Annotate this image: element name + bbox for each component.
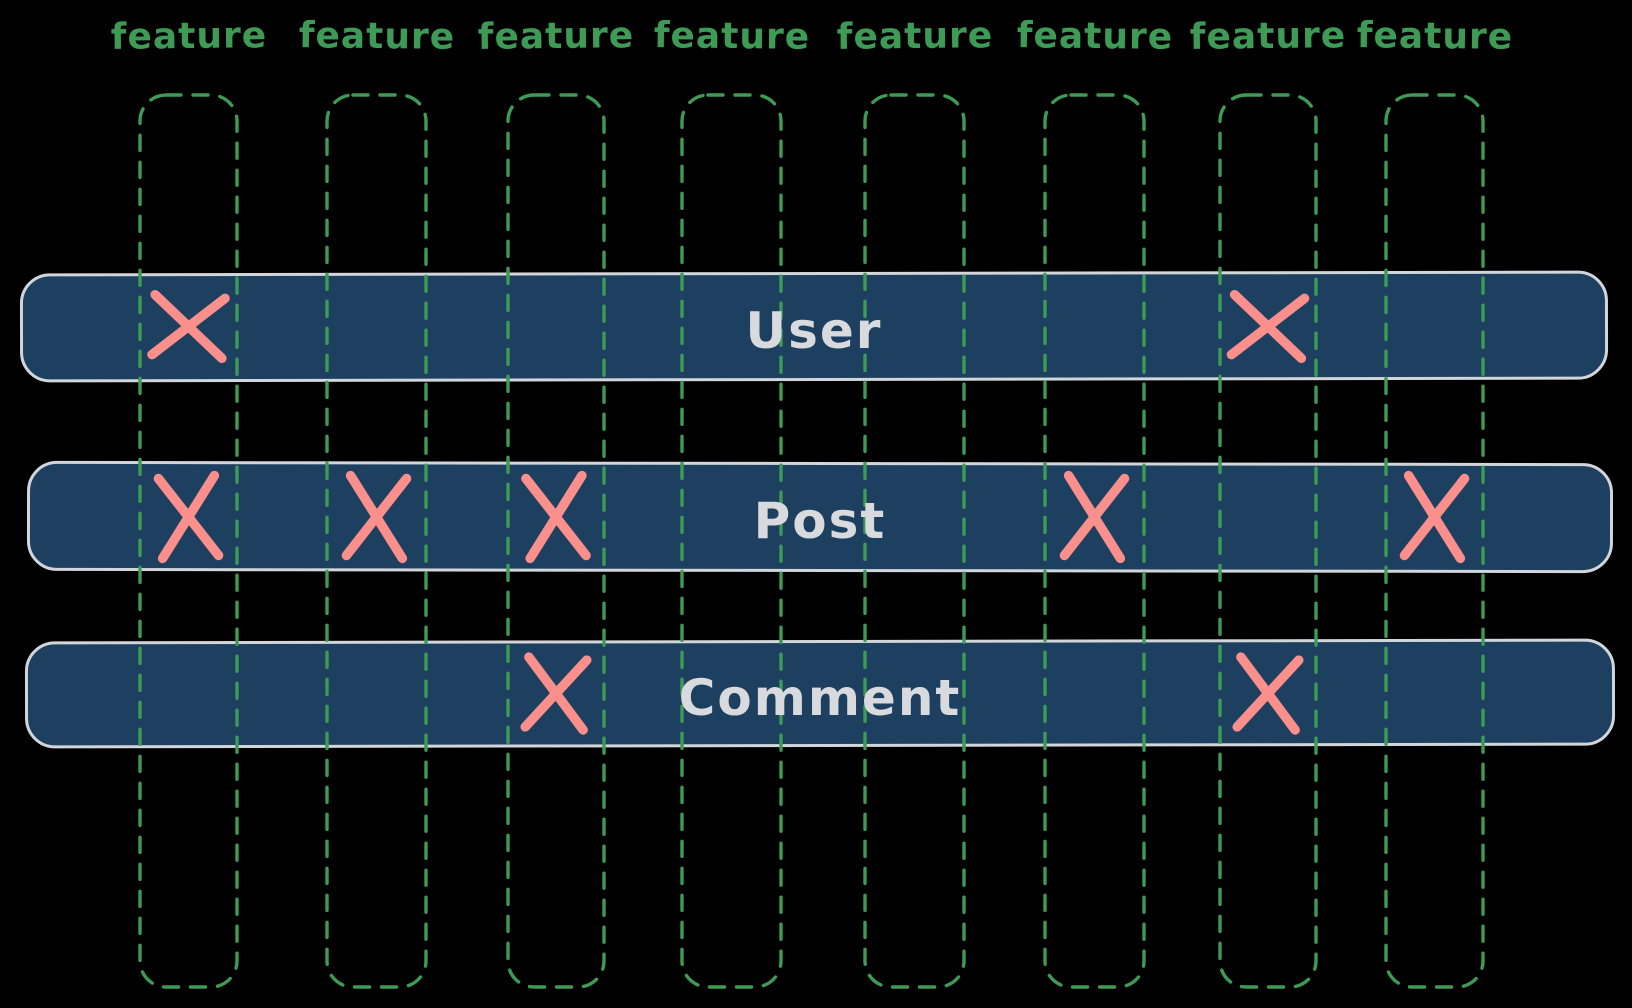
feature-column-label: feature [477, 15, 635, 58]
x-mark [1226, 289, 1310, 364]
feature-column-label: feature [298, 15, 455, 58]
feature-column [506, 93, 606, 989]
x-mark [521, 470, 591, 564]
x-mark [147, 289, 230, 364]
x-mark [1059, 470, 1130, 564]
feature-column-label: feature [1016, 15, 1173, 58]
feature-column [1218, 93, 1318, 989]
feature-column-label: feature [836, 15, 993, 58]
entity-label: User [745, 301, 883, 360]
x-mark [1232, 652, 1304, 735]
feature-column-label: feature [1356, 15, 1513, 58]
feature-column [1384, 93, 1485, 989]
feature-column-label: feature [110, 15, 267, 58]
x-mark [1399, 470, 1470, 564]
entity-label: Post [753, 492, 887, 550]
x-mark [153, 470, 224, 564]
feature-column-label: feature [653, 15, 810, 58]
x-mark [520, 652, 592, 735]
entity-label: Comment [678, 668, 962, 727]
feature-column-label: feature [1189, 15, 1347, 58]
feature-column [138, 93, 239, 989]
x-mark [341, 470, 412, 564]
